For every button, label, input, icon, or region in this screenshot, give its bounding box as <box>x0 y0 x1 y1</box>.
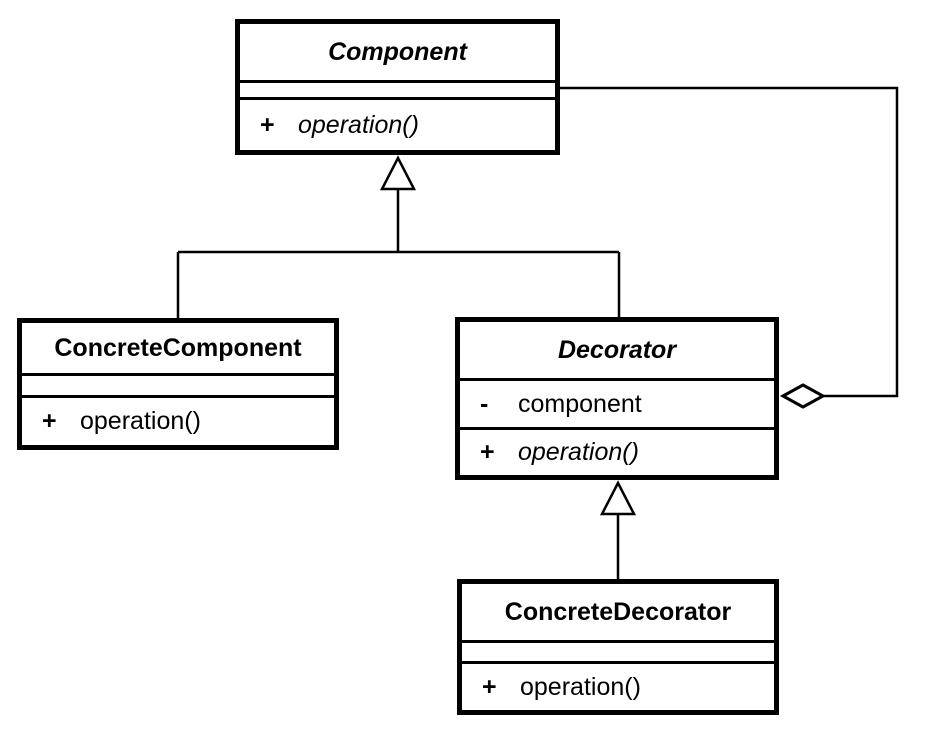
class-box-component: Component + operation() <box>235 19 560 155</box>
visibility-symbol: + <box>480 438 495 466</box>
visibility-symbol: - <box>480 389 489 418</box>
member-row: + operation() <box>240 100 555 150</box>
generalization-line <box>176 189 621 321</box>
attributes-compartment <box>22 373 334 395</box>
generalization-connector-to-decorator <box>599 480 637 582</box>
member-row: - component <box>460 381 774 427</box>
visibility-symbol: + <box>42 407 57 435</box>
class-title: Decorator <box>557 335 677 364</box>
class-title: ConcreteComponent <box>54 333 302 362</box>
aggregation-diamond-icon <box>779 383 827 409</box>
methods-compartment: + operation() <box>240 97 555 150</box>
methods-compartment: + operation() <box>460 427 774 475</box>
member-signature: operation() <box>298 110 419 139</box>
aggregation-connector-decorator-component <box>560 86 899 409</box>
member-row: + operation() <box>22 398 334 445</box>
aggregation-line <box>560 86 899 398</box>
class-box-concrete-component: ConcreteComponent + operation() <box>17 318 339 450</box>
visibility-symbol: + <box>482 672 497 701</box>
generalization-triangle-icon <box>379 155 417 191</box>
member-row: + operation() <box>462 664 774 710</box>
attributes-compartment: - component <box>460 378 774 427</box>
methods-compartment: + operation() <box>22 395 334 445</box>
member-signature: operation() <box>520 672 641 701</box>
visibility-symbol: + <box>260 110 275 139</box>
methods-compartment: + operation() <box>462 661 774 710</box>
generalization-connector-to-component <box>176 155 621 321</box>
member-signature: component <box>518 389 642 418</box>
generalization-triangle-icon <box>599 480 637 516</box>
class-box-decorator: Decorator - component + operation() <box>455 317 779 480</box>
class-box-concrete-decorator: ConcreteDecorator + operation() <box>457 579 779 715</box>
member-signature: operation() <box>80 407 201 435</box>
class-title: ConcreteDecorator <box>504 597 732 626</box>
attributes-compartment <box>462 640 774 661</box>
attributes-compartment <box>240 80 555 97</box>
member-row: + operation() <box>460 430 774 475</box>
member-signature: operation() <box>518 438 639 466</box>
class-title: Component <box>328 37 467 66</box>
